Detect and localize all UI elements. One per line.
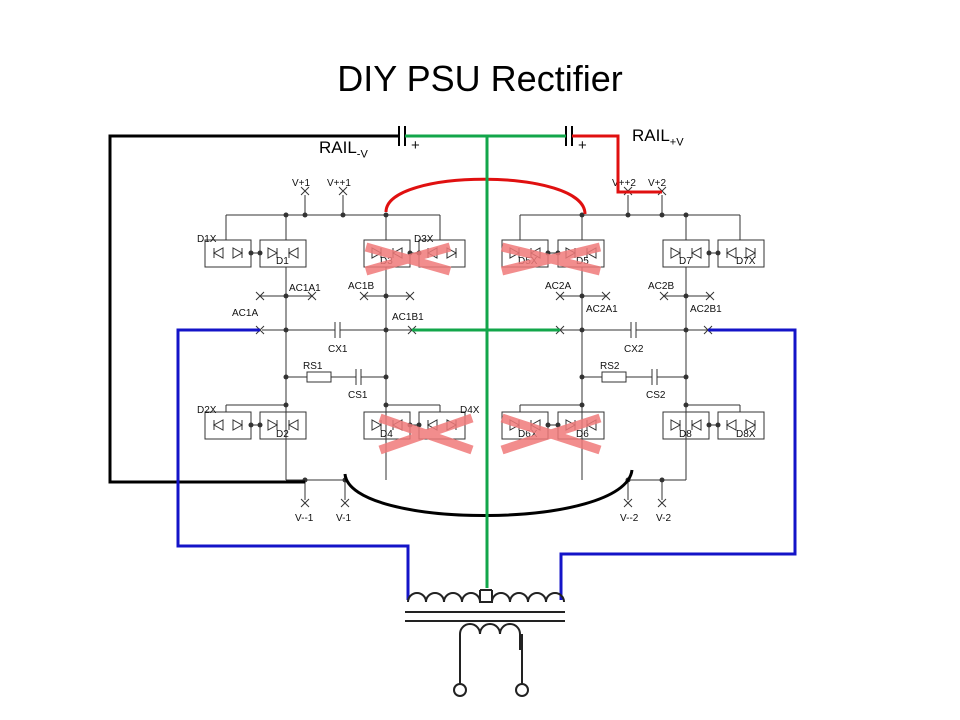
label-d2x: D2X [197, 405, 217, 416]
label-d3x: D3X [414, 234, 434, 245]
label-cs1: CS1 [348, 390, 368, 401]
wire-black [108, 134, 634, 517]
label-vpp1: V++1 [327, 178, 351, 189]
junction-dots [248, 212, 721, 483]
label-d8: D8 [679, 429, 692, 440]
cap-neg-plus: + [411, 137, 420, 154]
label-vmm2: V--2 [620, 513, 639, 524]
label-d5: D5 [576, 256, 589, 267]
label-d4x: D4X [460, 405, 480, 416]
diode-symbols [213, 247, 756, 431]
wire-red [384, 134, 662, 215]
component-labels: V+1 V++1 V++2 V+2 D1X D1 D3 D3X D5X D5 D… [197, 178, 756, 524]
label-cx1: CX1 [328, 344, 348, 355]
label-d2: D2 [276, 429, 289, 440]
label-ac1b: AC1B [348, 281, 374, 292]
label-rs2: RS2 [600, 361, 620, 372]
label-d4: D4 [380, 429, 393, 440]
label-cs2: CS2 [646, 390, 666, 401]
label-d6: D6 [576, 429, 589, 440]
rail-pos-sub: +V [669, 136, 684, 149]
schematic-left [204, 195, 466, 500]
label-cx2: CX2 [624, 344, 644, 355]
label-ac2b1: AC2B1 [690, 304, 722, 315]
rail-neg-text: RAIL [319, 138, 357, 157]
wire-blue [176, 328, 797, 600]
label-d7x: D7X [736, 256, 756, 267]
label-vp2: V+2 [648, 178, 667, 189]
label-ac1a1: AC1A1 [289, 283, 321, 294]
label-ac2a1: AC2A1 [586, 304, 618, 315]
label-d6x: D6X [518, 429, 538, 440]
label-ac2b: AC2B [648, 281, 674, 292]
rail-pos-text: RAIL [632, 126, 670, 145]
label-ac1a: AC1A [232, 308, 258, 319]
label-d7: D7 [679, 256, 692, 267]
rail-neg-sub: -V [356, 148, 368, 161]
label-d8x: D8X [736, 429, 756, 440]
label-vpp2: V++2 [612, 178, 636, 189]
label-vm2: V-2 [656, 513, 671, 524]
slide-title: DIY PSU Rectifier [337, 58, 623, 99]
label-vmm1: V--1 [295, 513, 314, 524]
transformer [405, 589, 565, 697]
removed-diode-crosses [364, 242, 602, 455]
label-vp1: V+1 [292, 178, 311, 189]
test-point-marks [255, 186, 715, 508]
label-d1: D1 [276, 256, 289, 267]
label-vm1: V-1 [336, 513, 351, 524]
rail-neg-label: RAIL-V [319, 138, 368, 160]
label-rs1: RS1 [303, 361, 323, 372]
label-ac2a: AC2A [545, 281, 571, 292]
cap-pos-plus: + [578, 137, 587, 154]
label-ac1b1: AC1B1 [392, 312, 424, 323]
wire-green [405, 134, 566, 588]
rail-pos-label: RAIL+V [632, 126, 684, 148]
label-d1x: D1X [197, 234, 217, 245]
